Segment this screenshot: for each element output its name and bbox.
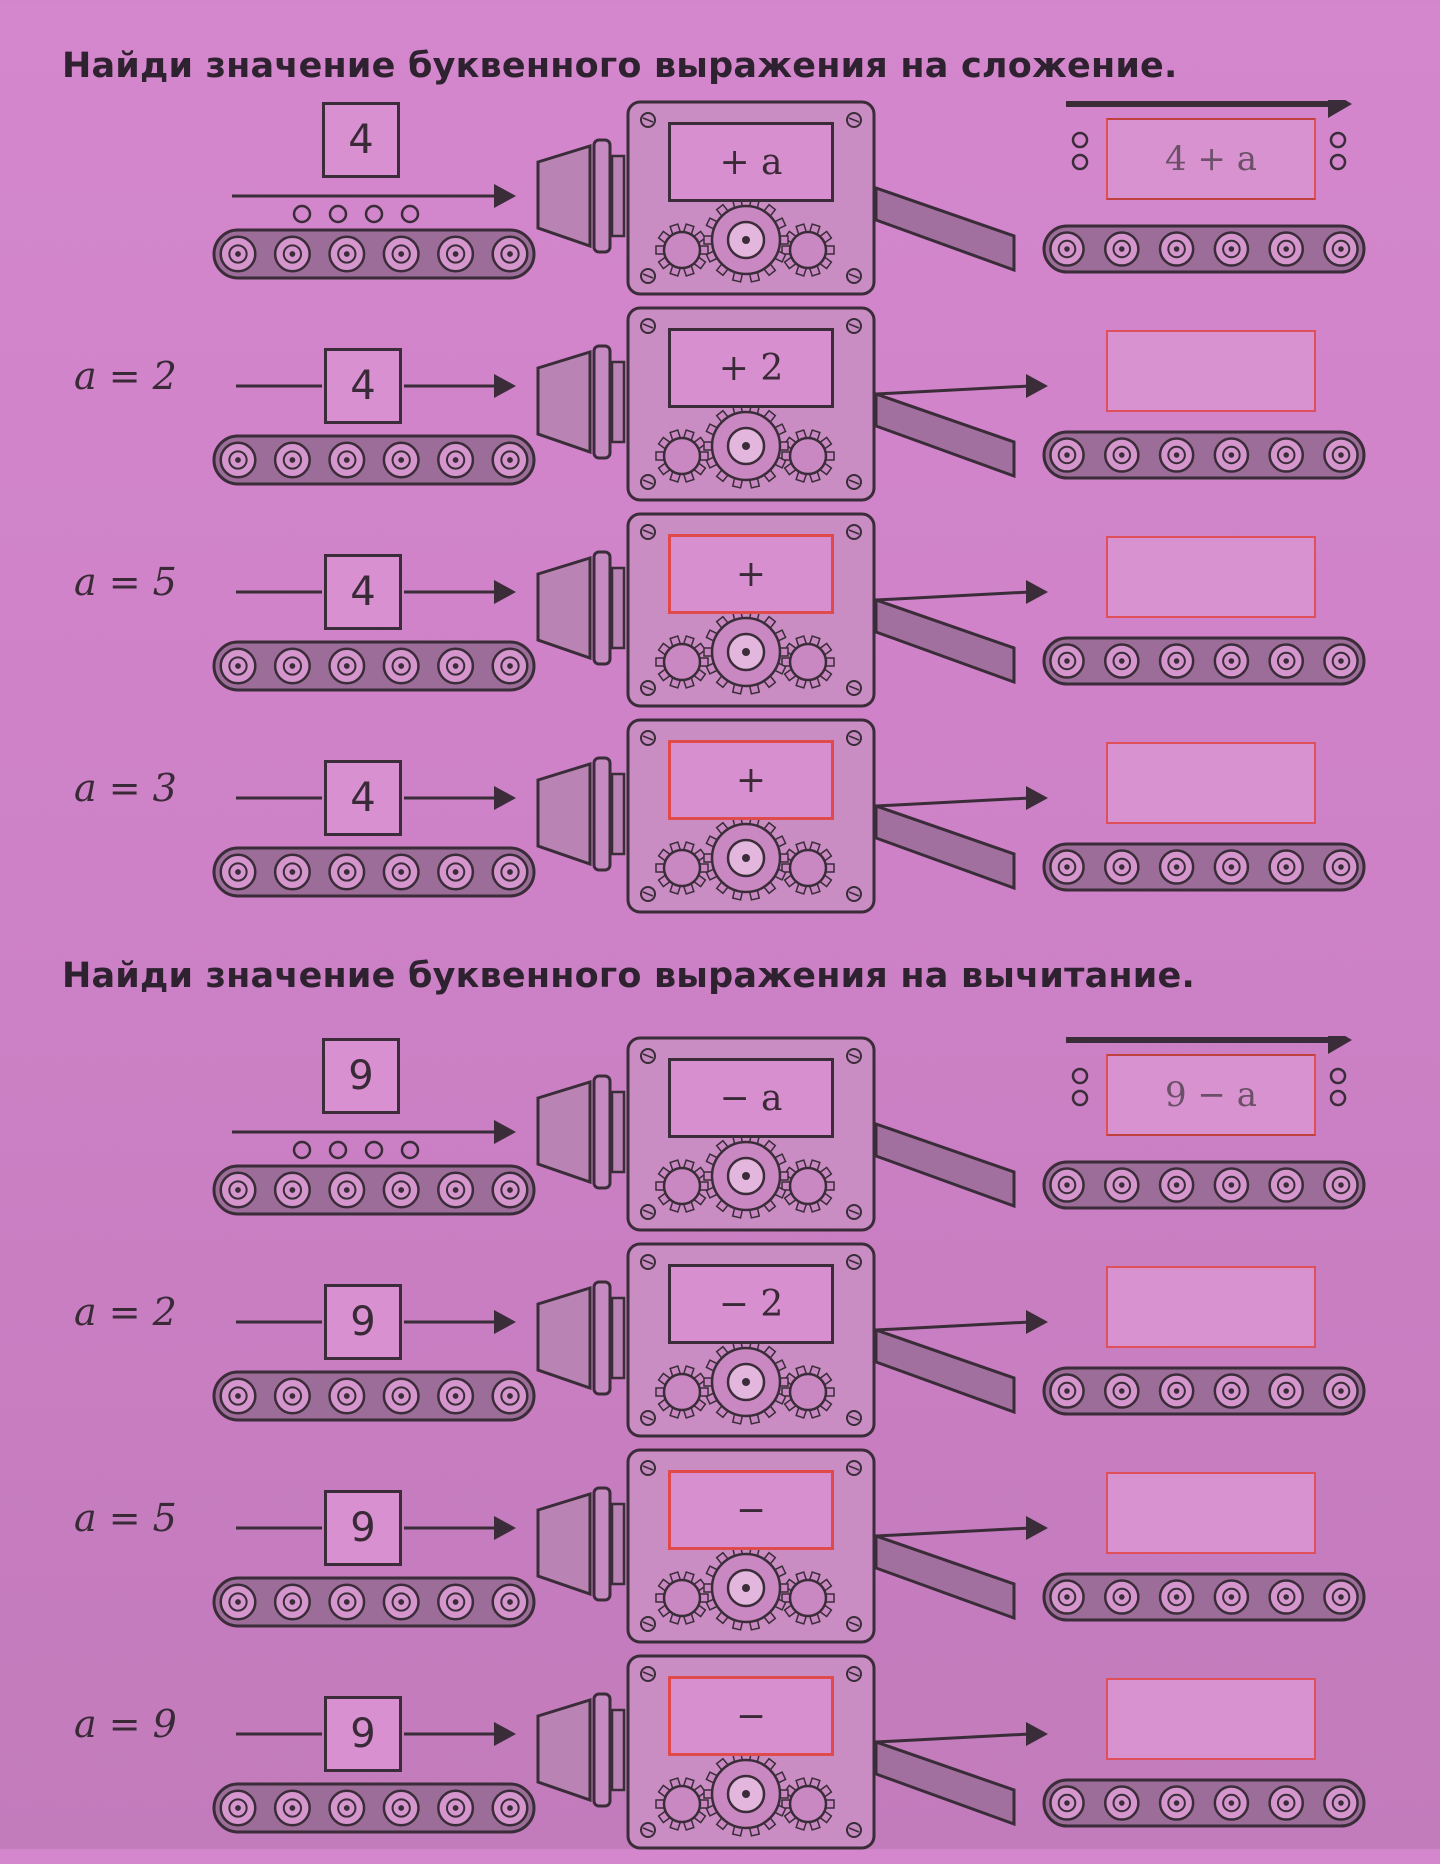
input-number-box: 9	[324, 1284, 402, 1360]
output-arrow	[875, 1732, 1031, 1744]
operator-screen: +	[668, 534, 834, 614]
input-conveyor-tread	[212, 1370, 536, 1422]
input-conveyor-tread	[212, 1164, 536, 1216]
variable-value-label: a = 5	[74, 1496, 177, 1540]
roller	[400, 1140, 420, 1160]
variable-value-label: a = 9	[74, 1702, 177, 1746]
roller	[400, 204, 420, 224]
output-arrow	[875, 590, 1031, 602]
answer-box[interactable]	[1106, 1266, 1316, 1348]
subtraction-title: Найди значение буквенного выражения на в…	[62, 956, 1195, 996]
answer-box[interactable]	[1106, 536, 1316, 618]
input-conveyor-tread	[212, 1576, 536, 1628]
example-machine-row: 9 − a 9 − a	[0, 1036, 1440, 1246]
output-chute	[874, 1121, 1016, 1209]
answer-box[interactable]	[1106, 330, 1316, 412]
roller	[328, 1140, 348, 1160]
machine-row: a = 9 9 −	[0, 1654, 1440, 1864]
input-number-box: 4	[324, 348, 402, 424]
output-conveyor-tread	[1042, 1366, 1366, 1416]
roller	[328, 204, 348, 224]
output-arrow	[875, 1526, 1031, 1538]
machine-row: a = 2 4 + 2	[0, 306, 1440, 516]
operator-screen: + 2	[668, 328, 834, 408]
input-number-box: 4	[322, 102, 400, 178]
output-chute	[874, 391, 1016, 479]
machine-funnel	[536, 761, 592, 867]
output-conveyor-tread	[1042, 224, 1366, 274]
answer-box[interactable]	[1106, 1472, 1316, 1554]
output-conveyor-tread	[1042, 430, 1366, 480]
output-chute	[874, 185, 1016, 273]
result-expression-box: 4 + a	[1106, 118, 1316, 200]
output-conveyor-tread	[1042, 1160, 1366, 1210]
machine-funnel	[536, 1079, 592, 1185]
variable-value-label: a = 3	[74, 766, 177, 810]
operator-screen: +	[668, 740, 834, 820]
example-machine-row: 4 + a 4 + a	[0, 100, 1440, 310]
variable-value-label: a = 2	[74, 354, 177, 398]
machine-row: a = 5 4 +	[0, 512, 1440, 722]
machine-row: a = 5 9 −	[0, 1448, 1440, 1658]
roller	[364, 1140, 384, 1160]
output-chute	[874, 803, 1016, 891]
variable-value-label: a = 5	[74, 560, 177, 604]
machine-funnel	[536, 1285, 592, 1391]
roller	[292, 204, 312, 224]
operator-screen: − a	[668, 1058, 834, 1138]
machine-row: a = 3 4 +	[0, 718, 1440, 928]
machine-row: a = 2 9 − 2	[0, 1242, 1440, 1452]
output-chute	[874, 1327, 1016, 1415]
input-number-box: 9	[322, 1038, 400, 1114]
answer-box[interactable]	[1106, 1678, 1316, 1760]
output-conveyor-tread	[1042, 1778, 1366, 1828]
output-conveyor-tread	[1042, 842, 1366, 892]
operator-screen: −	[668, 1676, 834, 1756]
output-conveyor-tread	[1042, 1572, 1366, 1622]
input-conveyor-tread	[212, 640, 536, 692]
result-expression-box: 9 − a	[1106, 1054, 1316, 1136]
input-number-box: 9	[324, 1696, 402, 1772]
answer-box[interactable]	[1106, 742, 1316, 824]
machine-funnel	[536, 1491, 592, 1597]
input-number-box: 4	[324, 554, 402, 630]
machine-funnel	[536, 143, 592, 249]
output-chute	[874, 597, 1016, 685]
input-conveyor-tread	[212, 228, 536, 280]
machine-illustration	[212, 1242, 1366, 1438]
input-conveyor-tread	[212, 434, 536, 486]
output-arrow	[875, 1320, 1031, 1332]
machine-funnel	[536, 555, 592, 661]
machine-funnel	[536, 349, 592, 455]
variable-value-label: a = 2	[74, 1290, 177, 1334]
output-arrow	[875, 384, 1031, 396]
machine-funnel	[536, 1697, 592, 1803]
output-chute	[874, 1533, 1016, 1621]
operator-screen: + a	[668, 122, 834, 202]
output-chute	[874, 1739, 1016, 1827]
input-conveyor-tread	[212, 846, 536, 898]
operator-screen: −	[668, 1470, 834, 1550]
input-number-box: 4	[324, 760, 402, 836]
roller	[364, 204, 384, 224]
output-arrow	[875, 796, 1031, 808]
operator-screen: − 2	[668, 1264, 834, 1344]
input-number-box: 9	[324, 1490, 402, 1566]
roller	[292, 1140, 312, 1160]
output-conveyor-tread	[1042, 636, 1366, 686]
input-conveyor-tread	[212, 1782, 536, 1834]
addition-title: Найди значение буквенного выражения на с…	[62, 46, 1178, 86]
